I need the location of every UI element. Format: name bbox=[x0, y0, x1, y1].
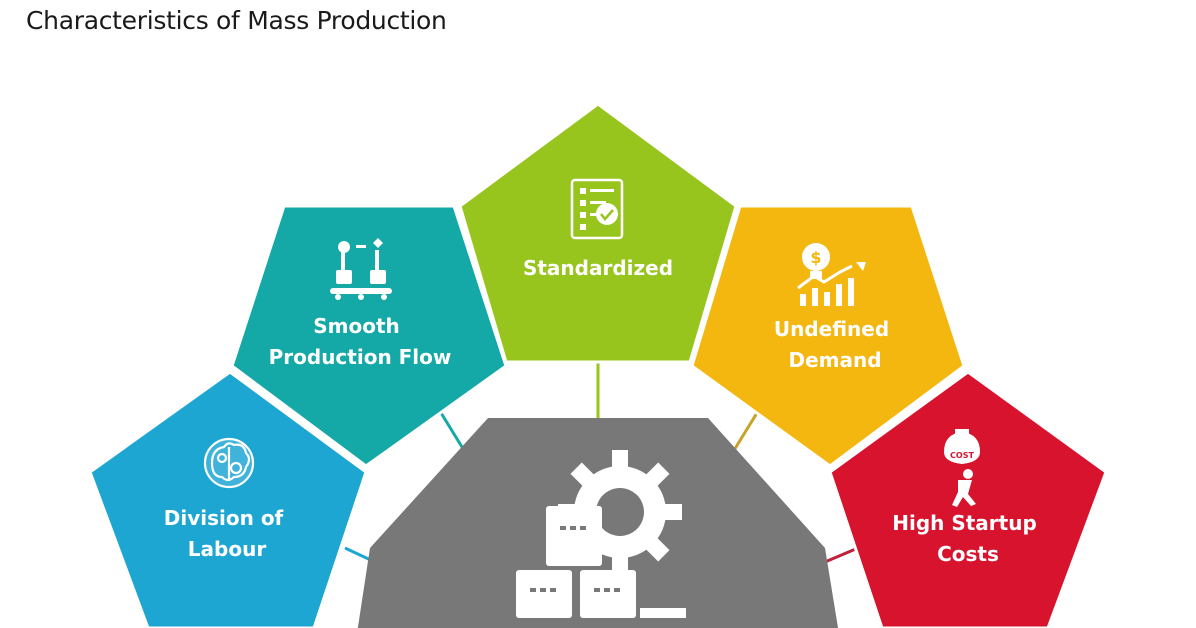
label-smooth-line2: Production Flow bbox=[269, 345, 452, 369]
cost-burden-icon: COST bbox=[944, 429, 980, 507]
pentagon-smooth-production-flow[interactable] bbox=[230, 204, 508, 468]
idea-growth-chart-icon: $ bbox=[797, 243, 866, 306]
svg-text:$: $ bbox=[810, 248, 821, 267]
label-undefined-line2: Demand bbox=[788, 348, 881, 372]
cost-tag-text: COST bbox=[950, 451, 974, 460]
label-undefined-line1: Undefined bbox=[774, 317, 889, 341]
factory-gear-icon bbox=[516, 450, 686, 618]
label-standardized-line1: Standardized bbox=[523, 256, 673, 280]
label-division-line1: Division of bbox=[164, 506, 284, 530]
pentagon-undefined-demand[interactable] bbox=[690, 204, 966, 468]
label-high-line2: Costs bbox=[937, 542, 999, 566]
label-standardized: Standardized bbox=[523, 256, 673, 280]
label-high-startup-costs: High Startup Costs bbox=[892, 511, 1044, 566]
page-title: Characteristics of Mass Production bbox=[26, 6, 447, 35]
label-division-line2: Labour bbox=[188, 537, 267, 561]
pentagon-division-of-labour[interactable] bbox=[88, 370, 368, 628]
pentagon-standardized[interactable] bbox=[458, 102, 738, 364]
conveyor-robot-icon bbox=[330, 238, 392, 300]
brain-gears-icon bbox=[203, 437, 255, 489]
label-smooth-production-flow: Smooth Production Flow bbox=[269, 314, 452, 369]
label-smooth-line1: Smooth bbox=[313, 314, 400, 338]
checklist-document-icon bbox=[570, 178, 624, 240]
label-division-of-labour: Division of Labour bbox=[164, 506, 290, 561]
label-high-line1: High Startup bbox=[892, 511, 1037, 535]
label-undefined-demand: Undefined Demand bbox=[774, 317, 896, 372]
